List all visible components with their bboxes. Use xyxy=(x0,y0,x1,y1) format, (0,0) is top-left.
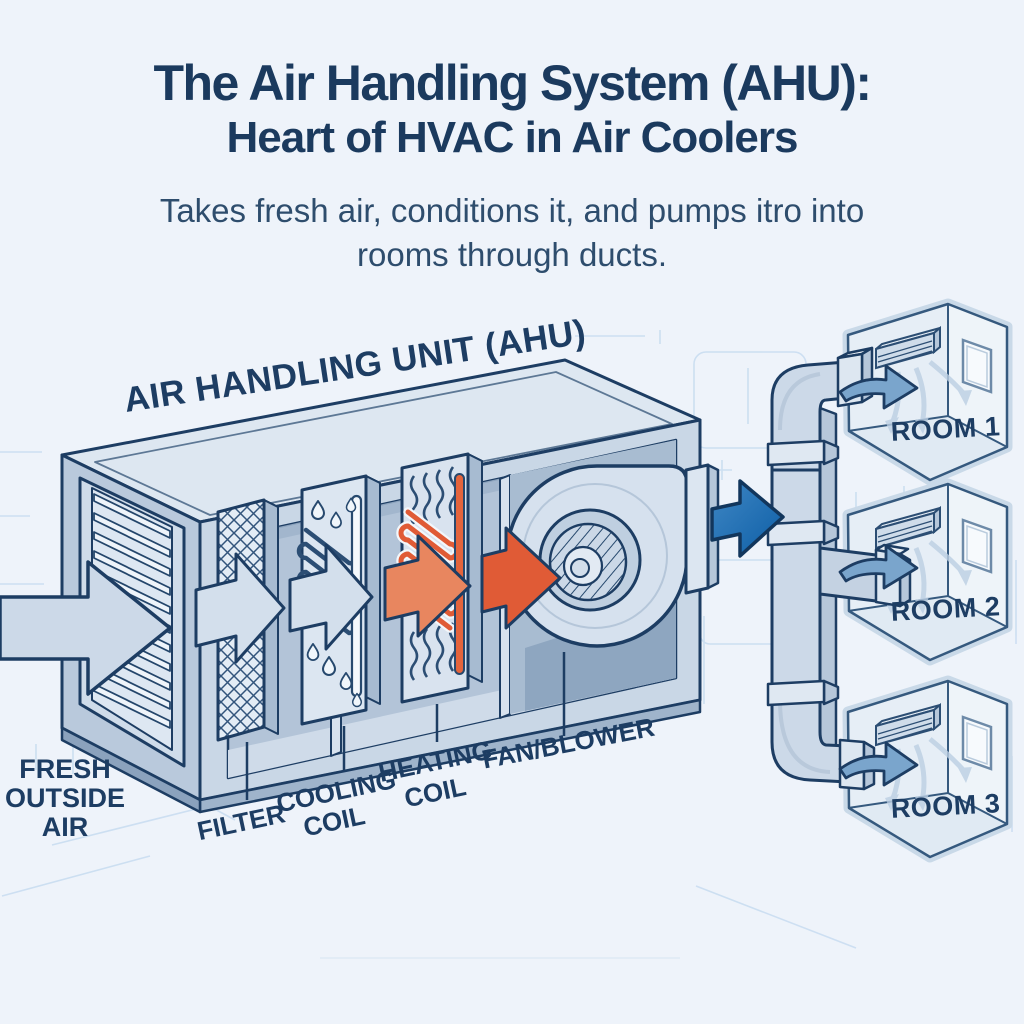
page-title-line1: The Air Handling System (AHU): xyxy=(153,55,870,111)
room-2-label: ROOM 2 xyxy=(890,591,1001,627)
fresh-air-label-line1: FRESH xyxy=(19,754,111,784)
room-2-entry-arrow xyxy=(838,544,919,590)
fan-hub xyxy=(570,558,590,578)
fresh-air-label-line2: OUTSIDE xyxy=(5,783,125,813)
room-3-label: ROOM 3 xyxy=(890,788,1001,824)
fresh-air-arrow xyxy=(0,560,172,696)
room-3-entry-arrow xyxy=(838,741,919,787)
page-subtitle-line1: Takes fresh air, conditions it, and pump… xyxy=(160,192,864,229)
duct-network xyxy=(766,346,912,791)
leader-lines xyxy=(245,652,566,800)
hot-air-arrow xyxy=(480,526,562,630)
ahu-base-left xyxy=(60,726,202,814)
duct-trunk xyxy=(770,453,822,707)
room-1-label: ROOM 1 xyxy=(890,411,1001,447)
page-subtitle-line2: rooms through ducts. xyxy=(357,236,667,273)
warm-air-arrow xyxy=(383,534,472,638)
cool-air-arrow-1 xyxy=(194,552,286,664)
supply-air-arrow xyxy=(710,479,785,558)
page-title-line2: Heart of HVAC in Air Coolers xyxy=(227,113,798,162)
room-1-entry-arrow xyxy=(838,364,919,410)
fresh-air-label-line3: AIR xyxy=(42,812,89,842)
outlet-collar xyxy=(684,463,720,595)
cool-air-arrow-2 xyxy=(288,543,374,651)
room-entry-arrows xyxy=(838,364,919,787)
